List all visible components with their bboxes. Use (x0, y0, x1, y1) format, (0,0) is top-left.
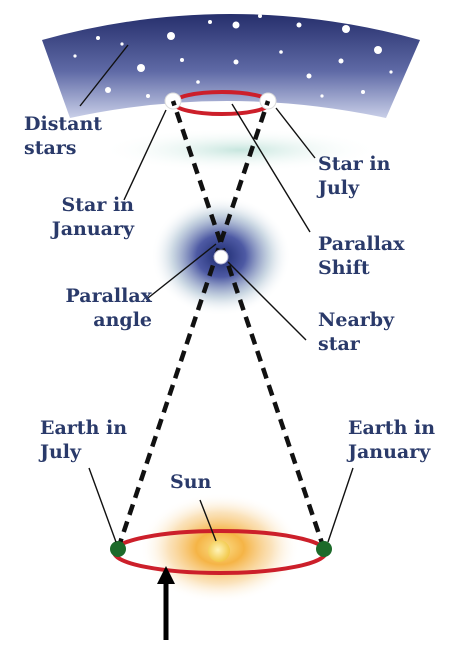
leader-parallax-angle (147, 243, 217, 299)
label-star-in-january: Star in January (51, 194, 134, 240)
star-haze (100, 128, 380, 172)
earth-july (110, 541, 126, 557)
label-sun: Sun (170, 471, 212, 493)
label-distant-stars: Distant stars (24, 113, 103, 159)
sight-lines (115, 100, 327, 550)
earth-january (316, 541, 332, 557)
leader-sun (199, 499, 217, 542)
label-earth-in-january: Earth in January (348, 417, 436, 463)
label-parallax-angle: Parallax angle (65, 285, 152, 331)
sun (208, 540, 230, 562)
pointer-arrow (157, 566, 175, 640)
leader-lines (79, 44, 354, 543)
sight-line-july (115, 100, 271, 550)
label-parallax-shift: Parallax Shift (318, 233, 405, 279)
label-earth-in-july: Earth in July (40, 417, 128, 463)
nearby-star (213, 249, 229, 265)
leader-earth-july (88, 467, 117, 543)
label-nearby-star: Nearby star (318, 309, 395, 355)
leader-nearby-star (227, 261, 307, 341)
leader-earth-january (327, 467, 354, 543)
leader-star-january (123, 109, 167, 201)
background-stars (73, 14, 393, 98)
leader-parallax-shift (231, 103, 311, 233)
distant-star-field (42, 14, 420, 118)
leader-star-july (275, 107, 316, 159)
leader-distant-stars (79, 44, 129, 107)
label-star-in-july: Star in July (318, 153, 391, 199)
sight-line-january (170, 100, 327, 550)
